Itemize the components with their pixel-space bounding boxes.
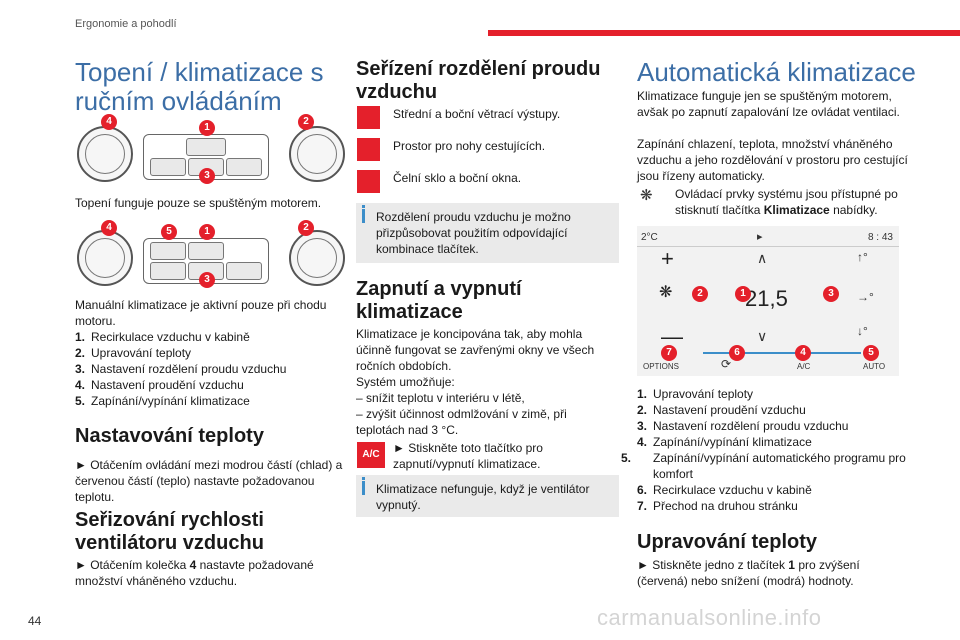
button-panel bbox=[143, 134, 269, 180]
auto-button: AUTO bbox=[863, 362, 886, 371]
badge: 1 bbox=[199, 224, 215, 240]
badge: 7 bbox=[661, 345, 677, 361]
section-header: Ergonomie a pohodlí bbox=[75, 18, 177, 30]
playback-icon: ▸ bbox=[757, 231, 763, 243]
list-item: 4.Zapínání/vypínání klimatizace bbox=[637, 435, 812, 449]
vent-button-left bbox=[150, 262, 186, 280]
manual-legend-list: 1.Recirkulace vzduchu v kabině 2.Upravov… bbox=[75, 329, 350, 409]
list-item: 7.Přechod na druhou stránku bbox=[637, 499, 798, 513]
fan-heading: Seřizování rychlosti ventilátoru vzduchu bbox=[75, 509, 264, 554]
info-box: Klimatizace nefunguje, když je ventiláto… bbox=[356, 475, 619, 517]
recirculation-button bbox=[188, 242, 224, 260]
list-item: 2.Nastavení proudění vzduchu bbox=[637, 403, 806, 417]
info-box: Rozdělení proudu vzduchu je možno přizpů… bbox=[356, 203, 619, 263]
list-item: 3.Nastavení rozdělení proudu vzduchu bbox=[637, 419, 849, 433]
auto-temp-heading: Upravování teploty bbox=[637, 531, 818, 553]
badge: 1 bbox=[735, 286, 751, 302]
climate-menu-icon: ❋ bbox=[640, 187, 653, 204]
page-number: 44 bbox=[28, 614, 42, 628]
press-ac-paragraph: ► Stiskněte toto tlačítko pro zapnutí/vy… bbox=[393, 441, 543, 471]
climate-screen: 2°C ▸ 8 : 43 + ❋ — ∧ 21,5 ∨ ↑° →° ↓° OPT… bbox=[637, 226, 899, 376]
right-knob bbox=[289, 230, 345, 286]
ac-panel-figure: 4 5 1 2 3 bbox=[75, 220, 345, 288]
ac-button-icon: A/C bbox=[357, 442, 385, 468]
badge: 2 bbox=[298, 220, 314, 236]
menu-access-paragraph: Ovládací prvky systému jsou přístupné po… bbox=[675, 187, 898, 217]
temp-up-icon: ∧ bbox=[757, 250, 768, 266]
vent-button-right bbox=[226, 158, 262, 176]
badge: 3 bbox=[199, 168, 215, 184]
badge: 3 bbox=[199, 272, 215, 288]
manual-ac-title: Topení / klimatizace s ručním ovládáním bbox=[75, 57, 324, 116]
temp-down-icon: ∨ bbox=[757, 328, 768, 344]
heating-panel-figure: 4 1 2 3 bbox=[75, 114, 345, 184]
icon-desc: Střední a boční větrací výstupy. bbox=[393, 107, 561, 121]
icon-desc: Čelní sklo a boční okna. bbox=[393, 171, 522, 185]
list-item: 2.Upravování teploty bbox=[75, 346, 192, 360]
auto-intro: Klimatizace funguje jen se spuštěným mot… bbox=[637, 89, 900, 119]
ac-button bbox=[150, 242, 186, 260]
badge: 5 bbox=[863, 345, 879, 361]
list-item: 1.Upravování teploty bbox=[637, 387, 754, 401]
footwell-dist-icon: ↓° bbox=[857, 324, 868, 338]
recirculation-button bbox=[186, 138, 226, 156]
airflow-heading: Seřízení rozdělení proudu vzduchu bbox=[356, 58, 601, 103]
badge: 4 bbox=[101, 220, 117, 236]
temp-heading: Nastavování teploty bbox=[75, 425, 264, 447]
right-knob bbox=[289, 126, 345, 182]
footwell-icon bbox=[357, 138, 380, 161]
fan-paragraph: ► Otáčením kolečka 4 nastavte požadované… bbox=[75, 558, 314, 588]
onoff-heading: Zapnutí a vypnutí klimatizace bbox=[356, 278, 522, 323]
bullet-summer: – snížit teplotu v interiéru v létě, bbox=[356, 391, 525, 405]
bullet-winter: – zvýšit účinnost odmlžování v zimě, při… bbox=[356, 407, 567, 437]
vents-dist-icon: →° bbox=[857, 290, 874, 304]
vent-button-left bbox=[150, 158, 186, 176]
list-item: 6.Recirkulace vzduchu v kabině bbox=[637, 483, 812, 497]
icon-desc: Prostor pro nohy cestujících. bbox=[393, 139, 546, 153]
recirculation-icon: ⟳ bbox=[721, 357, 732, 371]
clock: 8 : 43 bbox=[867, 232, 893, 243]
badge: 4 bbox=[795, 345, 811, 361]
allows-label: Systém umožňuje: bbox=[356, 375, 455, 389]
outside-temp: 2°C bbox=[641, 232, 658, 243]
windscreen-dist-icon: ↑° bbox=[857, 250, 868, 264]
badge: 2 bbox=[298, 114, 314, 130]
list-item: 4.Nastavení proudění vzduchu bbox=[75, 378, 244, 392]
list-item: 1.Recirkulace vzduchu v kabině bbox=[75, 330, 250, 344]
temp-value: 21,5 bbox=[745, 286, 788, 311]
auto-ac-title: Automatická klimatizace bbox=[637, 57, 916, 87]
temp-paragraph: ► Otáčením ovládání mezi modrou částí (c… bbox=[75, 458, 343, 504]
fan-icon: ❋ bbox=[659, 284, 673, 301]
header-accent-bar bbox=[488, 30, 960, 36]
info-text: Klimatizace nefunguje, když je ventiláto… bbox=[376, 482, 590, 512]
info-text: Rozdělení proudu vzduchu je možno přizpů… bbox=[376, 210, 571, 256]
ac-screen-button: A/C bbox=[797, 362, 811, 371]
info-icon bbox=[362, 205, 365, 208]
auto-intro-2: Zapínání chlazení, teplota, množství vhá… bbox=[637, 137, 908, 183]
vent-button-right bbox=[226, 262, 262, 280]
fan-decrease-icon: — bbox=[661, 324, 683, 349]
left-knob bbox=[77, 230, 133, 286]
onoff-paragraph: Klimatizace je koncipována tak, aby mohl… bbox=[356, 327, 595, 373]
badge: 4 bbox=[101, 114, 117, 130]
watermark: carmanualsonline.info bbox=[597, 605, 822, 630]
heating-note: Topení funguje pouze se spuštěným motore… bbox=[75, 196, 322, 210]
badge: 3 bbox=[823, 286, 839, 302]
list-item: 5.Zapínání/vypínání klimatizace bbox=[75, 394, 250, 408]
info-icon bbox=[362, 477, 365, 480]
fan-increase-icon: + bbox=[661, 246, 674, 271]
list-item: 5.Zapínání/vypínání automatického progra… bbox=[621, 451, 906, 481]
badge: 1 bbox=[199, 120, 215, 136]
central-vents-icon bbox=[357, 106, 380, 129]
auto-temp-paragraph: ► Stiskněte jedno z tlačítek 1 pro zvýše… bbox=[637, 558, 860, 588]
options-button: OPTIONS bbox=[643, 362, 680, 371]
auto-legend-list: 1.Upravování teploty 2.Nastavení prouděn… bbox=[621, 386, 909, 514]
badge: 2 bbox=[692, 286, 708, 302]
windscreen-icon bbox=[357, 170, 380, 193]
left-knob bbox=[77, 126, 133, 182]
manual-ac-note: Manuální klimatizace je aktivní pouze př… bbox=[75, 298, 327, 328]
list-item: 3.Nastavení rozdělení proudu vzduchu bbox=[75, 362, 287, 376]
badge: 6 bbox=[729, 345, 745, 361]
badge: 5 bbox=[161, 224, 177, 240]
